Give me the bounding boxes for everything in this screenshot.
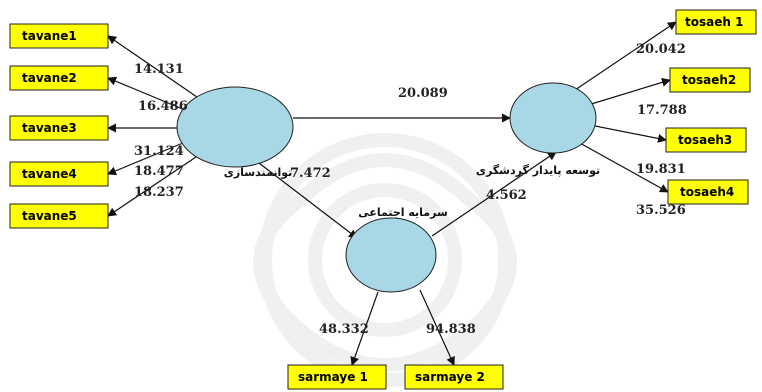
arrow-sarmaye-to-tosaeh (431, 151, 557, 237)
coef-tavane3: 31.124 (134, 144, 184, 159)
coef-tavane2: 16.486 (138, 99, 188, 114)
indicator-label-sarmaye2: sarmaye 2 (415, 370, 485, 384)
arrow-to-sarmaye2 (419, 289, 455, 366)
sarmaye-indicators (287, 364, 504, 390)
indicator-label-tavane5: tavane5 (22, 209, 77, 223)
coef-tavane1: 14.131 (134, 62, 184, 77)
coef-tavan-to-tosaeh: 20.089 (398, 86, 448, 101)
latent-tavanmandsazi (176, 86, 294, 168)
indicator-box-tavane2 (9, 65, 109, 91)
arrow-tavan-to-sarmaye (254, 159, 358, 239)
arrow-to-tosaeh4 (577, 141, 669, 193)
tosaeh-arrows (571, 21, 677, 193)
arrow-to-tavane4 (107, 142, 184, 176)
indicator-label-tavane2: tavane2 (22, 71, 77, 85)
indicator-box-tavane5 (9, 203, 109, 229)
structural-arrows (254, 113, 557, 239)
indicator-label-tavane1: tavane1 (22, 29, 77, 43)
tavane-indicators (9, 23, 109, 229)
latent-tosaeh (509, 82, 597, 154)
tosaeh-indicators (665, 9, 757, 205)
coef-tavane4: 18.477 (134, 164, 184, 179)
arrow-to-tavane5 (107, 156, 197, 217)
indicator-box-tosaeh3 (665, 127, 747, 153)
latent-label-tosaeh: توسعه پایدار گردشگری (476, 164, 600, 177)
arrow-to-tavane2 (107, 76, 186, 111)
indicator-box-sarmaye2 (404, 364, 504, 390)
indicator-box-tosaeh4 (667, 179, 749, 205)
arrow-to-sarmaye1 (350, 291, 379, 366)
coef-tosaeh4: 35.526 (636, 203, 686, 218)
coef-sarmaye1: 48.332 (319, 322, 369, 337)
coef-sarmaye2: 94.838 (426, 322, 476, 337)
coef-tosaeh2: 17.788 (637, 103, 687, 118)
indicator-label-sarmaye1: sarmaye 1 (298, 370, 368, 384)
indicator-label-tosaeh1: tosaeh 1 (685, 15, 743, 29)
coef-sarmaye-to-tosaeh: 4.562 (486, 188, 527, 203)
indicator-box-tosaeh1 (675, 9, 757, 35)
indicator-label-tosaeh4: tosaeh4 (680, 185, 734, 199)
indicator-box-tavane3 (9, 115, 109, 141)
indicator-box-tavane4 (9, 161, 109, 187)
indicator-label-tavane3: tavane3 (22, 121, 77, 135)
coef-tosaeh1: 20.042 (636, 42, 686, 57)
indicator-label-tavane4: tavane4 (22, 167, 77, 181)
arrow-to-tosaeh3 (589, 124, 667, 143)
latent-label-tavanmandsazi: توانمندسازی (224, 166, 293, 179)
coef-tavane5: 18.237 (134, 185, 184, 200)
latent-sarmaye (345, 217, 437, 293)
arrow-to-tavane1 (107, 35, 198, 98)
coef-tavan-to-sarmaye: 7.472 (290, 166, 331, 181)
sarmaye-arrows (350, 289, 455, 366)
indicator-label-tosaeh2: tosaeh2 (682, 73, 736, 87)
arrow-to-tosaeh1 (571, 21, 677, 93)
indicator-label-tosaeh3: tosaeh3 (678, 133, 732, 147)
coef-tosaeh3: 19.831 (636, 162, 686, 177)
indicator-box-tosaeh2 (669, 67, 751, 93)
indicator-box-sarmaye1 (287, 364, 387, 390)
arrow-to-tosaeh2 (587, 78, 671, 106)
latent-label-sarmaye: سرمایه اجتماعی (358, 206, 448, 219)
indicator-box-tavane1 (9, 23, 109, 49)
tavane-arrows (107, 35, 198, 217)
